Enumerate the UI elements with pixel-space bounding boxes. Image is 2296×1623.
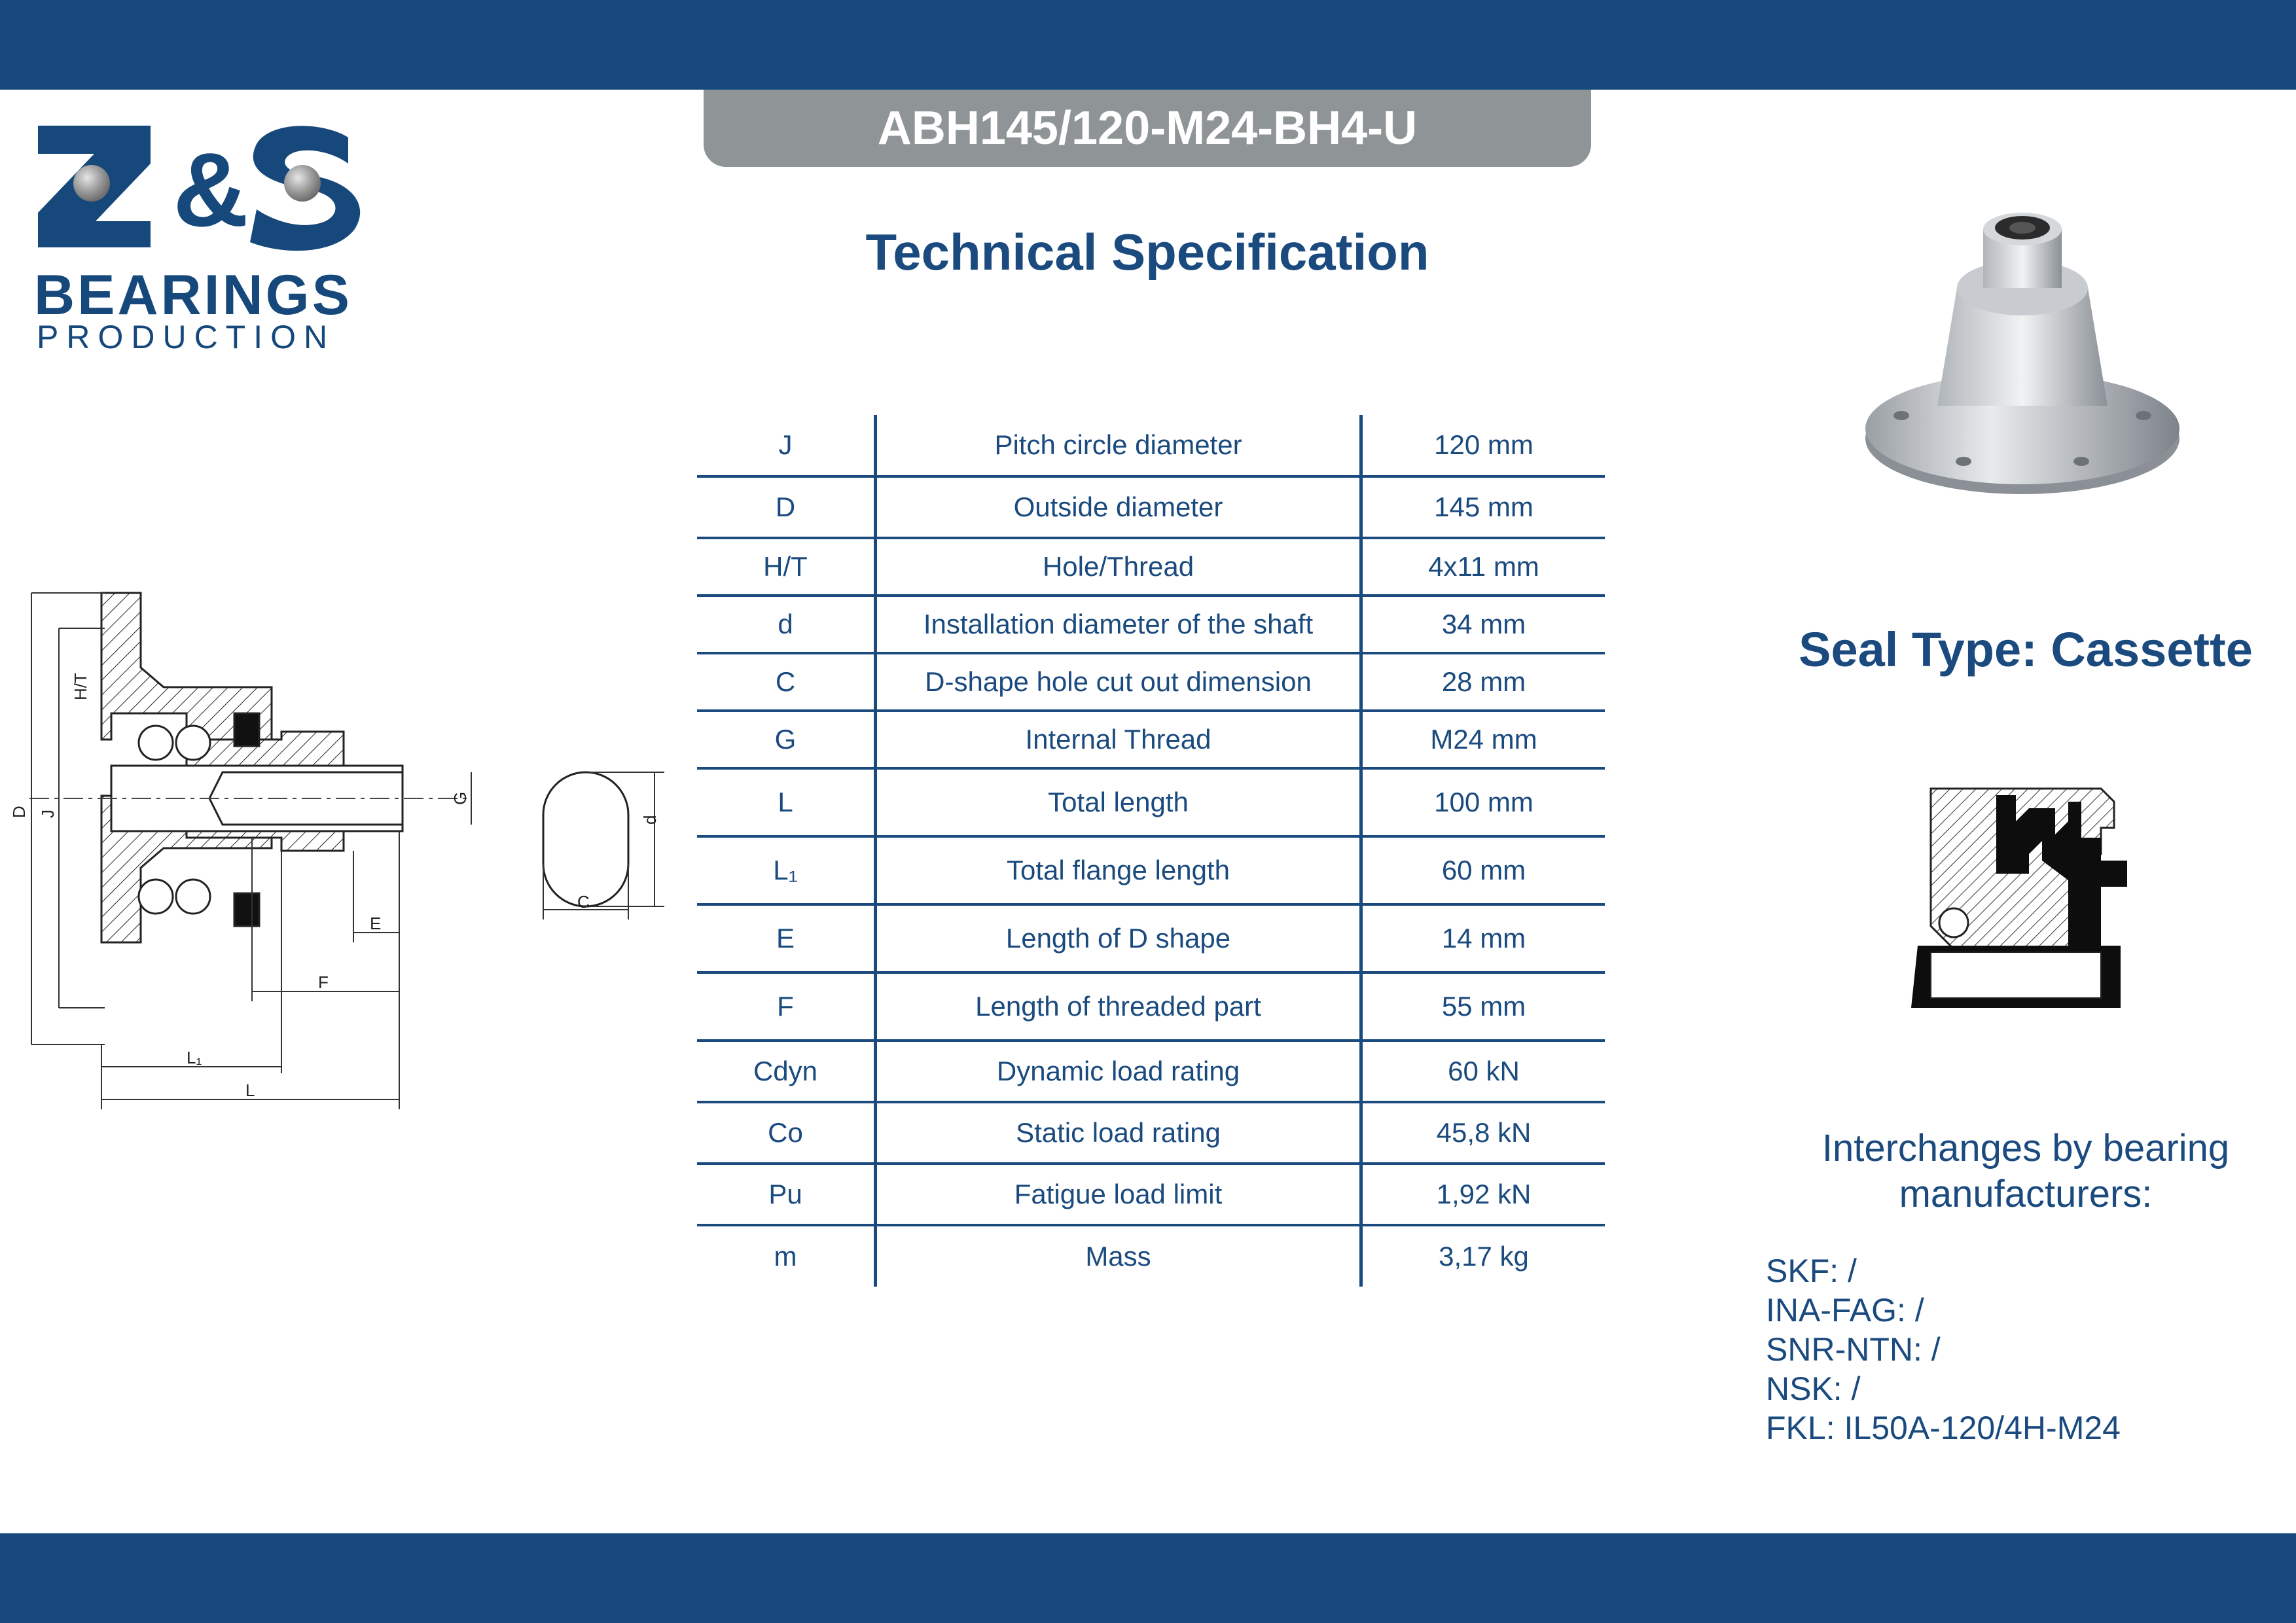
spec-description: Dynamic load rating [875, 1041, 1363, 1103]
spec-value: 4x11 mm [1361, 538, 1605, 597]
spec-symbol: E [697, 904, 877, 974]
interchange-maker: SKF: [1766, 1253, 1839, 1289]
interchange-item: INA-FAG: / [1766, 1291, 2121, 1330]
spec-description: Total flange length [875, 836, 1363, 906]
logo-name: BEARINGS [34, 264, 352, 327]
spec-symbol: G [697, 711, 877, 770]
spec-symbol: d [697, 596, 877, 654]
spec-value: 60 kN [1361, 1041, 1605, 1103]
spec-value: 28 mm [1361, 653, 1605, 712]
spec-symbol: J [697, 415, 877, 478]
d-shape-profile-drawing: C d [542, 771, 664, 919]
interchange-item: SKF: / [1766, 1251, 2121, 1291]
spec-description: Length of D shape [875, 904, 1363, 974]
spec-description: Pitch circle diameter [875, 415, 1363, 478]
page-heading: Technical Specification [865, 223, 1429, 281]
spec-symbol: C [697, 653, 877, 712]
drawing-label-L1: L₁ [187, 1048, 202, 1067]
spec-value: 120 mm [1361, 415, 1605, 478]
drawing-label-F: F [318, 972, 329, 992]
drawing-label-J: J [38, 810, 58, 818]
spec-description: Hole/Thread [875, 538, 1363, 597]
spec-symbol: m [697, 1225, 877, 1287]
drawing-label-C: C [577, 892, 590, 912]
interchange-title: Interchanges by bearing manufacturers: [1821, 1127, 2230, 1215]
logo-subtitle: PRODUCTION [37, 319, 336, 355]
spec-symbol: Co [697, 1102, 877, 1165]
spec-value: 3,17 kg [1439, 1241, 1529, 1272]
interchange-ref: IL50A-120/4H-M24 [1844, 1410, 2121, 1446]
spec-symbol: D [697, 476, 877, 539]
interchange-maker: SNR-NTN: [1766, 1331, 1922, 1368]
interchange-ref: / [1914, 1292, 1924, 1329]
spec-description: Internal Thread [875, 711, 1363, 770]
spec-value: 55 mm [1361, 972, 1605, 1042]
spec-symbol: F [697, 972, 877, 1042]
spec-value: 34 mm [1361, 596, 1605, 654]
spec-symbol: H/T [697, 538, 877, 597]
interchange-maker: INA-FAG: [1766, 1292, 1906, 1329]
spec-value: 100 mm [1361, 768, 1605, 838]
spec-symbol: L [697, 768, 877, 838]
spec-symbol: Cdyn [697, 1041, 877, 1103]
interchange-ref: / [1848, 1253, 1857, 1289]
product-photo [1865, 213, 2179, 494]
bottom-banner [0, 1533, 2296, 1623]
cassette-seal-drawing [1911, 787, 2127, 1008]
bearing-section-drawing: D J H/T G E F L₁ L [13, 592, 472, 1109]
interchange-ref: / [1931, 1331, 1941, 1368]
spec-description: Outside diameter [875, 476, 1363, 539]
drawing-label-E: E [370, 914, 381, 933]
interchange-maker: NSK: [1766, 1370, 1842, 1407]
company-logo: & BEARINGS PRODUCTION [34, 118, 374, 360]
spec-value: 60 mm [1361, 836, 1605, 906]
spec-description: Length of threaded part [875, 972, 1363, 1042]
spec-symbol: Pu [697, 1164, 877, 1226]
spec-description: D-shape hole cut out dimension [875, 653, 1363, 712]
spec-description: Total length [875, 768, 1363, 838]
spec-description: Static load rating [875, 1102, 1363, 1165]
top-banner [0, 0, 2296, 90]
spec-value: 14 mm [1361, 904, 1605, 974]
drawing-label-d: d [640, 815, 660, 825]
interchange-item: NSK: / [1766, 1369, 2121, 1408]
spec-value: 45,8 kN [1361, 1102, 1605, 1165]
interchange-item: FKL: IL50A-120/4H-M24 [1766, 1408, 2121, 1448]
part-number-title: ABH145/120-M24-BH4-U [704, 90, 1591, 167]
interchange-ref: / [1851, 1370, 1861, 1407]
drawing-label-D: D [13, 806, 29, 818]
interchange-list: SKF: /INA-FAG: /SNR-NTN: /NSK: /FKL: IL5… [1766, 1251, 2121, 1448]
spec-description: Mass [875, 1225, 1363, 1287]
drawing-label-G: G [450, 792, 470, 805]
drawing-label-HT: H/T [71, 673, 90, 700]
spec-value: 1,92 kN [1361, 1164, 1605, 1226]
interchange-item: SNR-NTN: / [1766, 1330, 2121, 1369]
spec-symbol: L₁ [697, 836, 877, 906]
spec-description: Installation diameter of the shaft [875, 596, 1363, 654]
logo-mark: & [38, 126, 361, 251]
interchange-maker: FKL: [1766, 1410, 1835, 1446]
spec-value: 145 mm [1361, 476, 1605, 539]
spec-value: M24 mm [1361, 711, 1605, 770]
svg-text:&: & [173, 131, 249, 248]
seal-type-title: Seal Type: Cassette [1799, 622, 2253, 677]
spec-description: Fatigue load limit [875, 1164, 1363, 1226]
drawing-label-L: L [245, 1080, 255, 1100]
